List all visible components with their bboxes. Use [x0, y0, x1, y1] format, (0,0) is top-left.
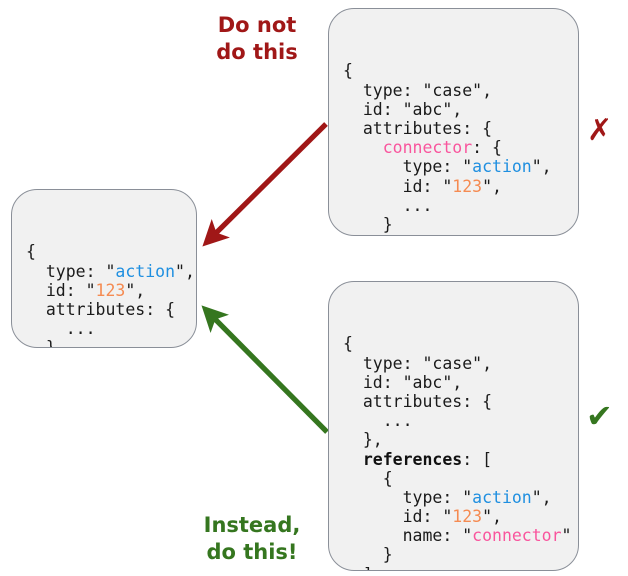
- code-token: connector: [382, 138, 473, 158]
- code-token: type: ": [343, 487, 473, 507]
- code-line: {: [343, 61, 566, 80]
- code-token: action: [472, 157, 532, 177]
- code-line: id: "123",: [343, 177, 566, 196]
- code-token: id:: [343, 372, 403, 392]
- code-token: type: ": [343, 157, 473, 177]
- code-token: "case",: [422, 80, 493, 100]
- code-line: id: "123",: [26, 281, 184, 300]
- good-example-json-box: { type: "case", id: "abc", attributes: {…: [328, 281, 579, 571]
- code-token: ",: [482, 507, 502, 527]
- code-token: ",: [531, 157, 552, 177]
- code-token: ...: [26, 319, 96, 339]
- green-arrow-good: [201, 305, 329, 434]
- code-token: id: ": [26, 280, 96, 300]
- code-token: [343, 450, 363, 469]
- code-token: ...: [343, 195, 433, 215]
- red-arrow-bad: [202, 122, 328, 247]
- code-token: {: [343, 468, 393, 488]
- code-line: type: "case",: [343, 81, 566, 100]
- code-line: ...: [343, 411, 566, 430]
- code-token: id: ": [343, 507, 453, 527]
- code-line: id: "abc",: [343, 373, 566, 392]
- code-token: "case",: [422, 353, 493, 373]
- code-line: ...: [26, 319, 184, 338]
- code-line: connector: {: [343, 138, 566, 157]
- code-token: type:: [343, 353, 423, 373]
- code-line: {: [343, 334, 566, 353]
- code-token: }: [343, 545, 393, 565]
- code-token: 123: [452, 507, 483, 527]
- code-line: references: [: [343, 450, 566, 469]
- code-token: }: [343, 234, 373, 235]
- target-action-json-box: { type: "action", id: "123", attributes:…: [11, 189, 197, 348]
- code-line: }: [343, 215, 566, 234]
- instead-do-this-label: Instead, do this!: [203, 513, 301, 564]
- good-example-code: { type: "case", id: "abc", attributes: {…: [329, 320, 578, 570]
- bad-example-json-box: { type: "case", id: "abc", attributes: {…: [328, 8, 579, 236]
- code-line: attributes: {: [26, 300, 184, 319]
- code-token: attributes: {: [343, 391, 493, 411]
- code-line: attributes: {: [343, 392, 566, 411]
- code-line: attributes: {: [343, 119, 566, 138]
- code-token: action: [472, 487, 532, 507]
- code-line: }: [343, 545, 566, 564]
- code-line: ...: [343, 196, 566, 215]
- code-line: type: "action",: [343, 488, 566, 507]
- code-token: type:: [343, 80, 423, 100]
- code-token: "abc",: [402, 99, 463, 119]
- code-token: : {: [472, 138, 502, 158]
- code-token: ",: [125, 280, 146, 300]
- code-token: [343, 138, 383, 157]
- code-token: name: ": [343, 526, 473, 546]
- code-token: id: ": [343, 176, 453, 196]
- code-token: ",: [531, 487, 552, 507]
- code-token: ]: [343, 565, 373, 570]
- code-line: ]: [343, 565, 566, 570]
- code-token: : [: [462, 449, 493, 469]
- code-token: connector: [472, 526, 562, 546]
- code-line: {: [26, 242, 184, 261]
- code-line: },: [343, 430, 566, 449]
- code-token: 123: [95, 280, 126, 300]
- code-token: attributes: {: [343, 118, 493, 138]
- target-action-code: { type: "action", id: "123", attributes:…: [12, 228, 196, 348]
- code-token: id:: [343, 99, 403, 119]
- bad-example-code: { type: "case", id: "abc", attributes: {…: [329, 47, 578, 235]
- check-icon: ✔: [586, 397, 613, 435]
- code-token: attributes: {: [26, 299, 176, 319]
- code-token: {: [26, 242, 36, 262]
- code-line: name: "connector": [343, 526, 572, 546]
- code-token: type: ": [26, 261, 116, 281]
- code-line: id: "abc",: [343, 100, 566, 119]
- code-line: type: "action",: [26, 261, 195, 281]
- code-line: }: [26, 338, 184, 348]
- code-token: },: [343, 430, 383, 450]
- code-token: ",: [175, 261, 195, 281]
- code-token: action: [115, 261, 176, 281]
- code-token: ": [561, 526, 572, 546]
- code-token: "abc",: [402, 372, 463, 392]
- code-token: }: [26, 338, 56, 348]
- code-line: }: [343, 234, 566, 235]
- code-line: type: "action",: [343, 157, 566, 176]
- do-not-do-this-label: Do not do this: [216, 13, 298, 64]
- code-token: references: [362, 449, 463, 469]
- code-token: {: [343, 334, 353, 354]
- code-line: id: "123",: [343, 507, 566, 526]
- code-line: {: [343, 469, 566, 488]
- code-token: ",: [482, 176, 502, 196]
- code-token: }: [343, 214, 393, 234]
- code-line: type: "case",: [343, 354, 566, 373]
- cross-icon: ✗: [587, 113, 613, 148]
- code-token: 123: [452, 176, 483, 196]
- code-token: ...: [343, 411, 413, 431]
- code-token: {: [343, 61, 353, 81]
